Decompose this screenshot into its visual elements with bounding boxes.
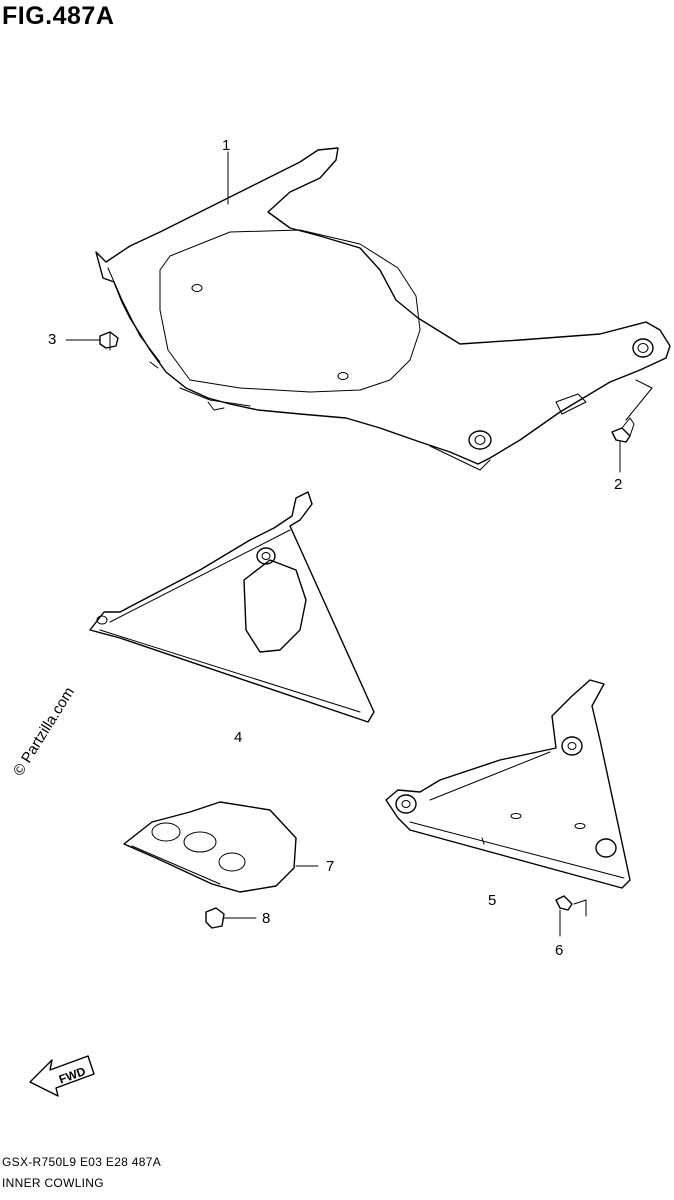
callout-7[interactable]: 7 bbox=[326, 858, 335, 875]
callout-2[interactable]: 2 bbox=[614, 476, 623, 493]
callout-8[interactable]: 8 bbox=[262, 910, 271, 927]
part-4-inner-panel[interactable] bbox=[89, 491, 375, 723]
callout-6[interactable]: 6 bbox=[555, 942, 564, 959]
part-6-fastener[interactable] bbox=[555, 895, 587, 937]
figure-title: FIG.487A bbox=[2, 2, 115, 30]
part-5-inner-panel[interactable] bbox=[385, 679, 631, 889]
callout-3[interactable]: 3 bbox=[48, 331, 57, 348]
callout-5[interactable]: 5 bbox=[488, 892, 497, 909]
callout-1[interactable]: 1 bbox=[222, 137, 231, 154]
part-7-cover[interactable] bbox=[123, 801, 319, 893]
footer-figure-name: INNER COWLING bbox=[2, 1176, 104, 1190]
part-8-bolt[interactable] bbox=[205, 907, 257, 929]
part-2-fastener[interactable] bbox=[611, 379, 653, 473]
part-3-clip[interactable] bbox=[65, 331, 119, 351]
callout-4[interactable]: 4 bbox=[234, 729, 243, 746]
fwd-arrow-icon: FWD bbox=[29, 1055, 95, 1097]
footer-figure-code: GSX-R750L9 E03 E28 487A bbox=[2, 1155, 162, 1169]
part-1-inner-cowling[interactable] bbox=[95, 147, 671, 471]
